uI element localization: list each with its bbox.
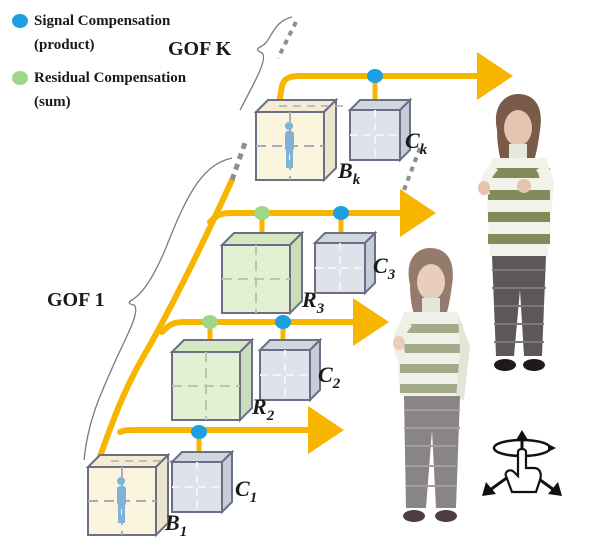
residual-cube-r2 <box>169 337 255 423</box>
label-bk: Bk <box>337 158 361 188</box>
rotate-gesture-icon <box>482 430 562 496</box>
residual-cube-r3 <box>219 230 305 316</box>
label-c2: C2 <box>318 362 341 392</box>
arrow-level-k <box>275 52 513 113</box>
main-trunk-line <box>95 177 235 465</box>
arrow-level-1 <box>117 406 344 454</box>
person-figure-b1 <box>117 477 126 523</box>
legend-residual-line2: (sum) <box>34 94 71 110</box>
legend-signal-line1: Signal Compensation <box>34 13 171 29</box>
label-b1: B1 <box>164 510 187 540</box>
compensation-cube-ck <box>347 97 413 163</box>
girl-photo-back <box>478 94 554 371</box>
residual-dot-r2 <box>202 315 218 329</box>
brace-gof-k <box>239 16 293 111</box>
label-c3: C3 <box>373 253 396 283</box>
label-c1: C1 <box>235 476 257 506</box>
gof-k-label: GOF K <box>168 38 232 60</box>
compensation-cube-c3 <box>312 230 378 296</box>
legend-signal-line2: (product) <box>34 37 95 53</box>
arrow-level-2 <box>159 298 389 346</box>
label-r3: R3 <box>301 287 325 317</box>
label-ck: Ck <box>405 128 428 158</box>
base-cube-bk <box>253 97 347 183</box>
compensation-dots <box>191 69 383 439</box>
signal-dot-c1 <box>191 425 207 439</box>
brace-gof-1 <box>83 157 233 461</box>
residual-dot-r3 <box>254 206 270 220</box>
person-figure-bk <box>285 122 294 168</box>
signal-dot-c3 <box>333 206 349 220</box>
side-dashes <box>402 147 422 191</box>
label-r2: R2 <box>251 394 275 424</box>
legend-residual-dot <box>12 71 28 85</box>
legend-residual-line1: Residual Compensation <box>34 70 187 86</box>
girl-photo-front <box>393 248 470 522</box>
legend: Signal Compensation (product) Residual C… <box>12 13 187 110</box>
signal-dot-c2 <box>275 315 291 329</box>
compensation-cube-c1 <box>169 449 235 515</box>
legend-signal-dot <box>12 14 28 28</box>
top-dashes <box>276 21 298 59</box>
signal-dot-ck <box>367 69 383 83</box>
trunk-dashes <box>229 139 249 181</box>
arrow-level-3 <box>207 189 436 237</box>
base-cube-b1 <box>85 452 179 538</box>
gof-1-label: GOF 1 <box>47 289 105 311</box>
compensation-cube-c2 <box>257 337 323 403</box>
